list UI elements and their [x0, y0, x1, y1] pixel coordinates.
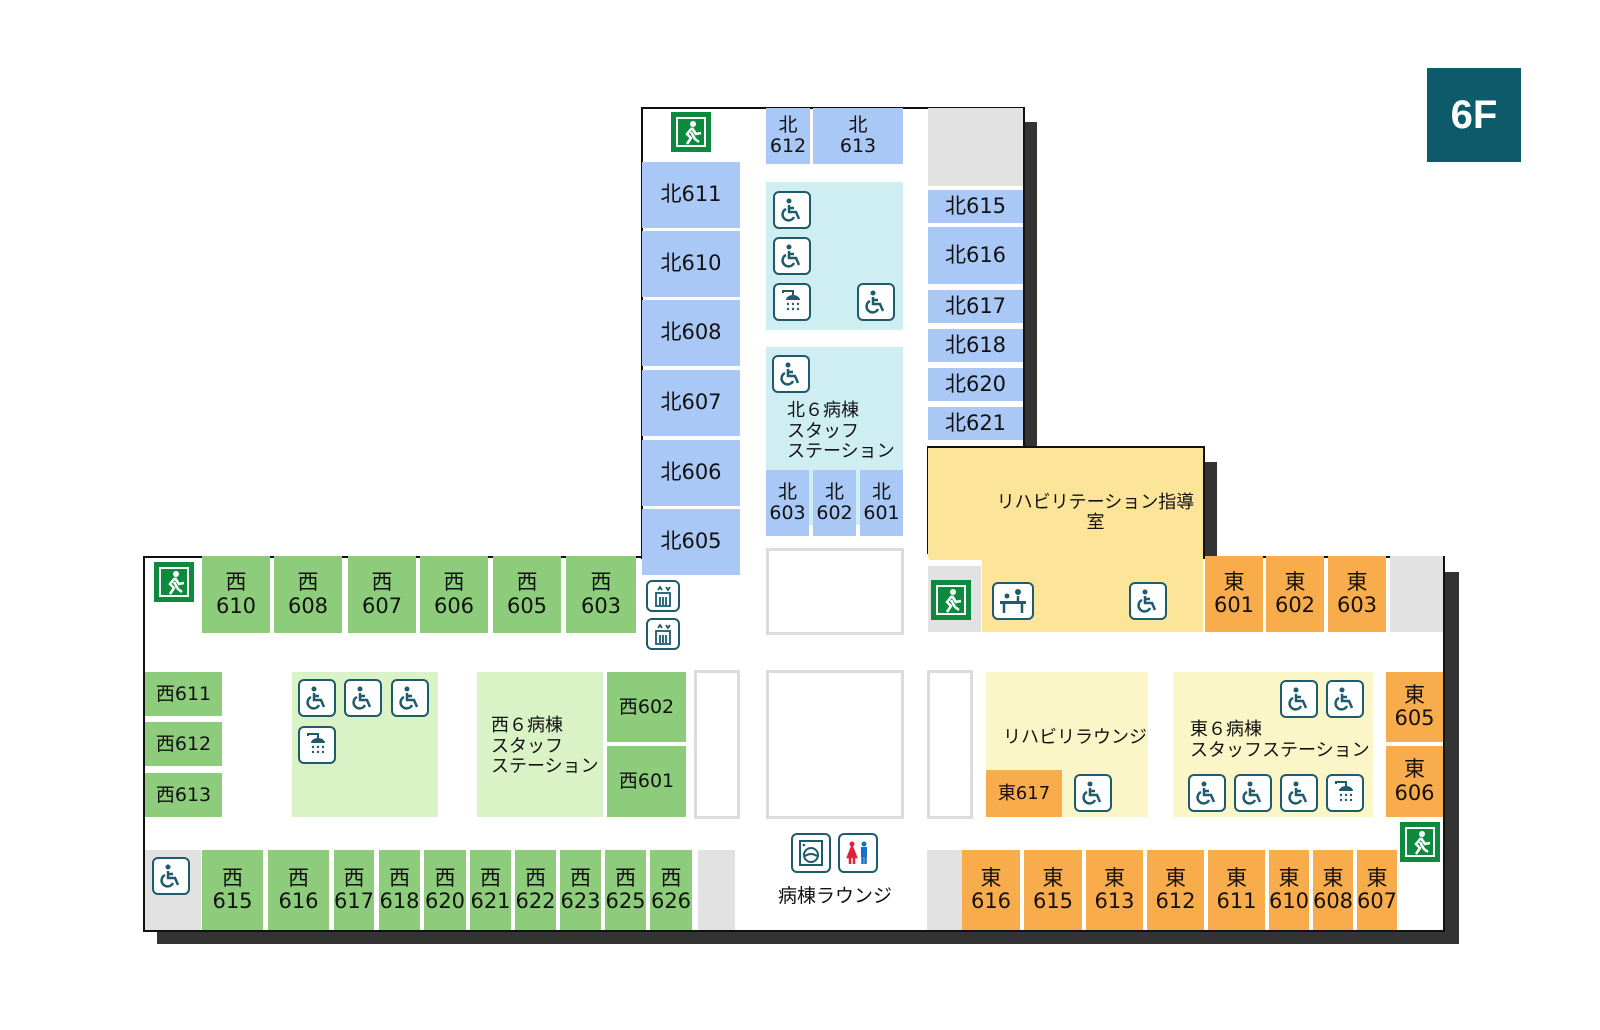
room-north-617[interactable]: 北617	[928, 290, 1023, 323]
wheelchair-toilet-icon	[1129, 582, 1167, 620]
wheelchair-toilet-icon	[773, 237, 811, 275]
room-west-611[interactable]: 西611	[145, 672, 222, 716]
room-north-608[interactable]: 北608	[642, 300, 740, 366]
rehab-room[interactable]: リハビリテーション指導室	[928, 448, 1203, 558]
north-station-label: 北６病棟 スタッフ ステーション	[787, 400, 895, 463]
east-corner-gray	[1390, 556, 1443, 632]
room-west-612[interactable]: 西612	[145, 722, 222, 766]
gray-block	[698, 850, 735, 930]
emergency-exit-icon	[671, 112, 711, 152]
emergency-exit-icon	[154, 562, 194, 602]
room-north-620[interactable]: 北620	[928, 368, 1023, 401]
wheelchair-toilet-icon	[1074, 774, 1112, 812]
wheelchair-toilet-icon	[1280, 680, 1318, 718]
wheelchair-toilet-icon	[298, 679, 336, 717]
floor-badge: 6F	[1427, 68, 1521, 162]
elevator-icon	[646, 618, 680, 650]
emergency-exit-icon	[1400, 822, 1440, 862]
room-north-606[interactable]: 北606	[642, 440, 740, 506]
emergency-exit-icon	[931, 580, 971, 620]
laundry-icon	[791, 833, 831, 873]
room-west-602[interactable]: 西602	[607, 672, 686, 742]
wheelchair-toilet-icon	[1188, 774, 1226, 812]
shower-icon	[1326, 774, 1364, 812]
elevator-hall-box	[766, 548, 904, 635]
room-west-601[interactable]: 西601	[607, 746, 686, 817]
rehab-lounge-label: リハビリラウンジ	[1003, 727, 1147, 748]
north-gray-area	[928, 108, 1023, 186]
stair-box	[927, 670, 973, 819]
wheelchair-toilet-icon	[1234, 774, 1272, 812]
west-station-label: 西６病棟 スタッフ ステーション	[491, 715, 599, 778]
room-north-610[interactable]: 北610	[642, 231, 740, 297]
wheelchair-toilet-icon	[857, 283, 895, 321]
wheelchair-toilet-icon	[1280, 774, 1318, 812]
wheelchair-toilet-icon	[344, 679, 382, 717]
shower-icon	[298, 726, 336, 764]
stair-box	[694, 670, 740, 819]
wheelchair-toilet-icon	[152, 857, 190, 895]
room-north-615[interactable]: 北615	[928, 190, 1023, 223]
wheelchair-toilet-icon	[773, 191, 811, 229]
room-west-613[interactable]: 西613	[145, 773, 222, 817]
wheelchair-toilet-icon	[1326, 680, 1364, 718]
room-east-617[interactable]: 東617	[986, 770, 1062, 817]
room-north-611[interactable]: 北611	[642, 162, 740, 228]
west-staff-station	[477, 672, 603, 817]
room-north-607[interactable]: 北607	[642, 370, 740, 436]
wheelchair-toilet-icon	[772, 355, 810, 393]
room-north-618[interactable]: 北618	[928, 329, 1023, 362]
room-north-605[interactable]: 北605	[642, 509, 740, 575]
rehab-icon	[992, 582, 1034, 620]
restroom-icon	[838, 833, 878, 873]
room-north-621[interactable]: 北621	[928, 407, 1023, 440]
elevator-icon	[646, 580, 680, 612]
gray-block	[927, 850, 962, 930]
ward-lounge-label: 病棟ラウンジ	[778, 885, 893, 907]
wheelchair-toilet-icon	[391, 679, 429, 717]
room-north-616[interactable]: 北616	[928, 227, 1023, 284]
shower-icon	[773, 283, 811, 321]
central-box	[766, 670, 904, 819]
east-station-label: 東６病棟 スタッフステーション	[1190, 719, 1370, 761]
